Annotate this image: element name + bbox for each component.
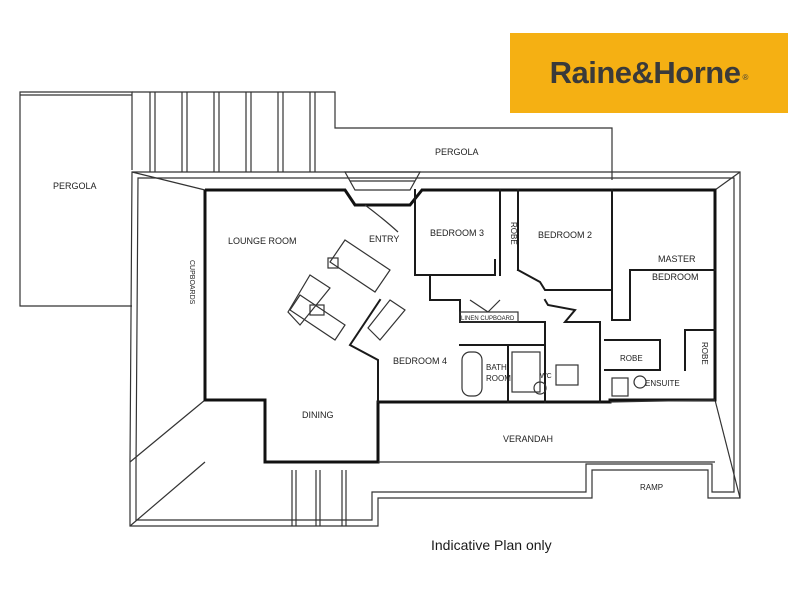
master-label-2: BEDROOM xyxy=(652,272,699,282)
bedroom2-label: BEDROOM 2 xyxy=(538,230,592,240)
robe-master-label: ROBE xyxy=(620,354,643,363)
eave-outline xyxy=(129,171,741,527)
exterior-walls xyxy=(203,188,717,464)
bathroom-label-2: ROOM xyxy=(486,374,511,383)
entry-label: ENTRY xyxy=(369,234,399,244)
bedroom3-label: BEDROOM 3 xyxy=(430,228,484,238)
pergola-top-rafters xyxy=(132,91,613,180)
interior-walls xyxy=(348,189,716,403)
kitchen-counters xyxy=(287,239,406,341)
dining-label: DINING xyxy=(302,410,334,420)
dining-bay-rafters xyxy=(291,470,347,526)
wc-label: WC xyxy=(540,373,552,380)
bedroom4-label: BEDROOM 4 xyxy=(393,356,447,366)
bathroom-label-1: BATH- xyxy=(486,363,510,372)
cupboards-label: CUPBOARDS xyxy=(188,260,195,305)
brand-logo: Raine&Horne® xyxy=(510,33,788,113)
lounge-label: LOUNGE ROOM xyxy=(228,236,297,246)
indicative-plan-note: Indicative Plan only xyxy=(431,537,552,553)
linen-cupboard-label: LINEN CUPBOARD xyxy=(461,316,515,322)
robe-master-vertical-label: ROBE xyxy=(700,342,709,365)
robe-b3-label: ROBE xyxy=(509,222,518,245)
ensuite-label: ENSUITE xyxy=(645,379,680,388)
brand-reg-mark: ® xyxy=(742,72,749,82)
verandah-lines xyxy=(378,399,716,463)
master-label-1: MASTER xyxy=(658,254,696,264)
pergola-top-label: PERGOLA xyxy=(435,147,479,157)
verandah-label: VERANDAH xyxy=(503,434,553,444)
brand-name: Raine&Horne xyxy=(549,55,741,90)
entry-steps xyxy=(343,171,422,233)
linen-cupboard-shape xyxy=(459,299,519,323)
pergola-left-structure xyxy=(19,91,133,307)
bathroom-fixtures xyxy=(461,351,647,397)
pergola-left-label: PERGOLA xyxy=(53,181,97,191)
ramp-label: RAMP xyxy=(640,483,663,492)
